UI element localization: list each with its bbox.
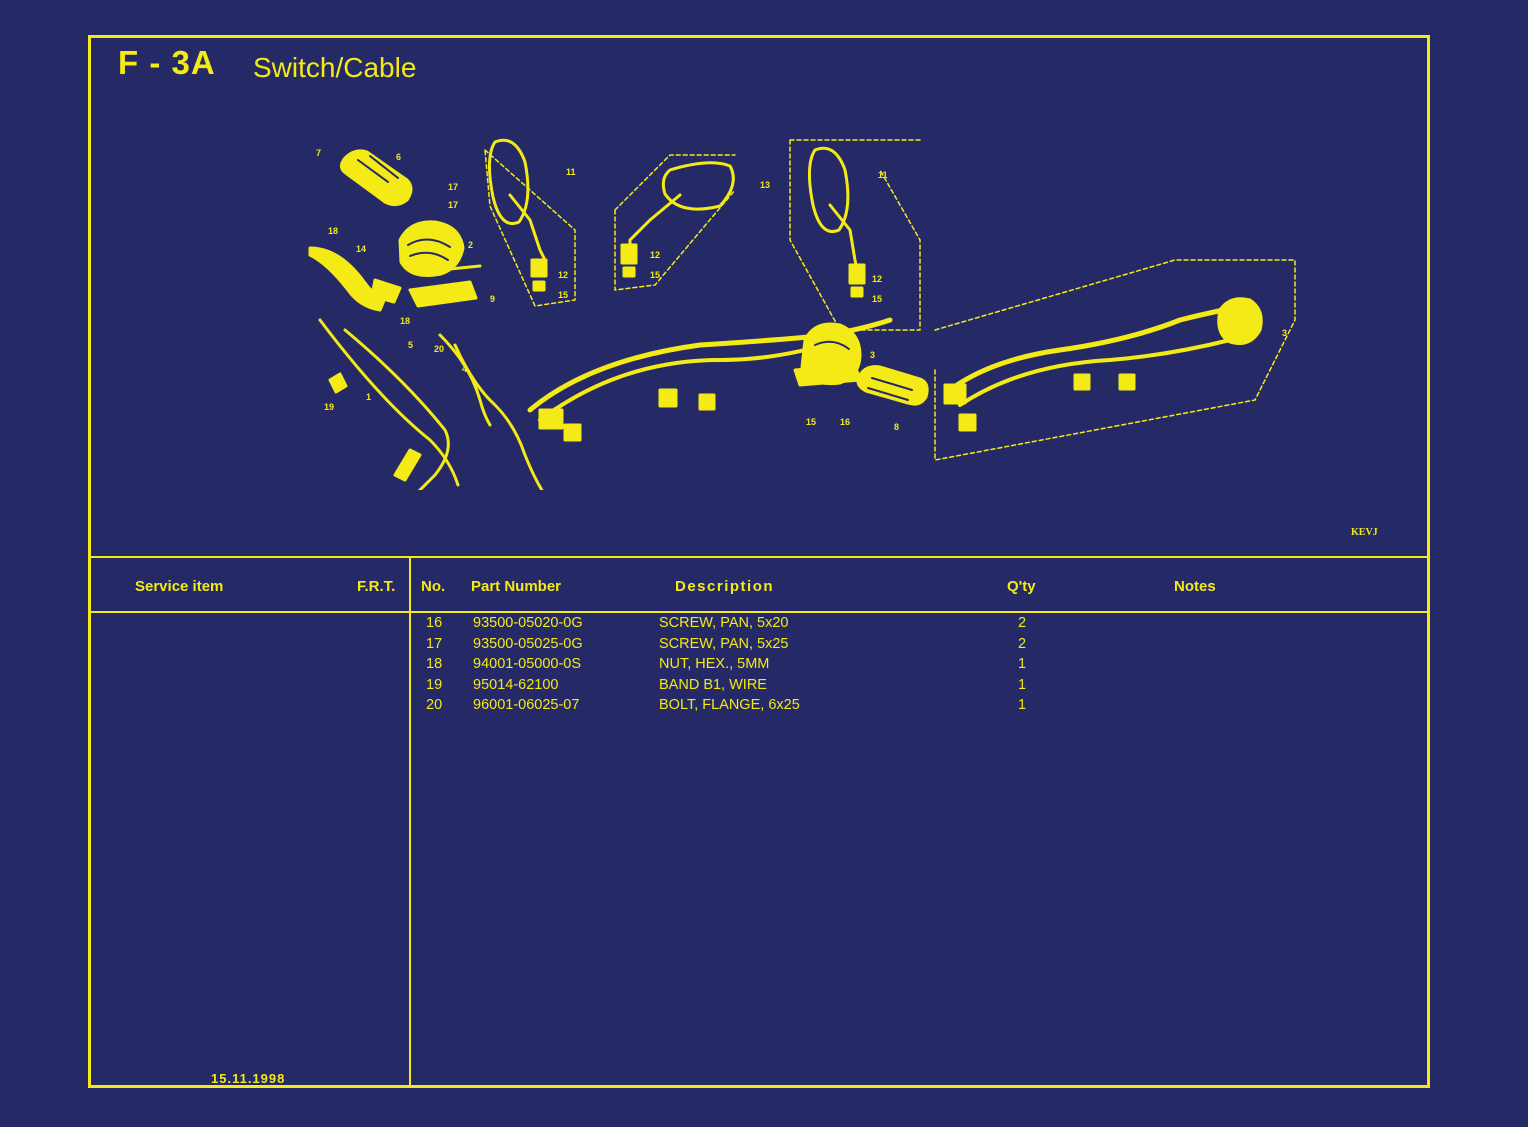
- callout: 8: [894, 422, 899, 432]
- callout: 3: [870, 350, 875, 360]
- callout: 11: [878, 170, 888, 180]
- row-no: 17: [426, 636, 443, 652]
- callout: 20: [434, 344, 444, 354]
- row-part-number: 96001-06025-07: [473, 697, 580, 713]
- callout: 3: [1282, 328, 1287, 338]
- table-header-rule: [88, 611, 1430, 613]
- callout: 2: [468, 240, 473, 250]
- row-no: 20: [426, 697, 443, 713]
- callout: 15: [558, 290, 568, 300]
- row-qty: 1: [1018, 677, 1027, 693]
- table-top-rule: [88, 556, 1430, 558]
- clutch-lever: [308, 246, 402, 312]
- header-part-number: Part Number: [471, 578, 562, 595]
- callout: 1: [366, 392, 371, 402]
- callout: 6: [396, 152, 401, 162]
- row-description: SCREW, PAN, 5x20: [659, 615, 789, 631]
- callout: 12: [650, 250, 660, 260]
- callout: 14: [356, 244, 366, 254]
- row-no: 19: [426, 677, 443, 693]
- left-grip: [340, 149, 413, 207]
- right-grip: [856, 365, 929, 406]
- callout: 7: [316, 148, 321, 158]
- row-qty: 1: [1018, 656, 1027, 672]
- callout-labels: 7 6 17 17 18 14 2 9 18 20 5 4 19 1 11 12…: [316, 148, 1287, 432]
- callout: 15: [806, 417, 816, 427]
- row-description: BAND B1, WIRE: [659, 677, 767, 693]
- row-part-number: 93500-05020-0G: [473, 615, 583, 631]
- callout: 15: [650, 270, 660, 280]
- row-qty: 2: [1018, 636, 1027, 652]
- header-qty: Q'ty: [1007, 578, 1036, 595]
- throttle-and-clutch-cables: [318, 318, 544, 490]
- row-part-number: 94001-05000-0S: [473, 656, 582, 672]
- header-service-item: Service item: [135, 578, 224, 595]
- row-qty: 1: [1018, 697, 1027, 713]
- row-description: BOLT, FLANGE, 6x25: [659, 697, 800, 713]
- callout: 17: [448, 200, 458, 210]
- callout: 18: [328, 226, 338, 236]
- right-switch-housing: [793, 322, 862, 387]
- callout: 4: [462, 364, 467, 374]
- row-no: 16: [426, 615, 443, 631]
- right-mirror: [789, 139, 921, 331]
- row-part-number: 95014-62100: [473, 677, 559, 693]
- section-code: F - 3A: [118, 44, 216, 81]
- header-notes: Notes: [1174, 578, 1216, 595]
- row-description: SCREW, PAN, 5x25: [659, 636, 789, 652]
- callout: 18: [400, 316, 410, 326]
- callout: 11: [566, 167, 576, 177]
- header-description: Description: [675, 578, 775, 595]
- page-frame: [88, 35, 1430, 1088]
- header-frt: F.R.T.: [357, 578, 396, 595]
- header-no: No.: [421, 578, 446, 595]
- row-no: 18: [426, 656, 443, 672]
- callout: 17: [448, 182, 458, 192]
- callout: 15: [872, 294, 882, 304]
- row-description: NUT, HEX., 5MM: [659, 656, 770, 672]
- section-title: Switch/Cable: [253, 52, 417, 83]
- row-qty: 2: [1018, 615, 1027, 631]
- left-switch-housing: [398, 220, 482, 308]
- parts-diagram: 7 6 17 17 18 14 2 9 18 20 5 4 19 1 11 12…: [308, 138, 1296, 490]
- right-wiring-harness: [934, 259, 1296, 461]
- center-mirror: [614, 154, 736, 291]
- callout: 16: [840, 417, 850, 427]
- callout: 5: [408, 340, 413, 350]
- callout: 12: [558, 270, 568, 280]
- callout: 19: [324, 402, 334, 412]
- left-mirror: [484, 138, 576, 307]
- column-divider: [409, 557, 411, 1087]
- callout: 9: [490, 294, 495, 304]
- callout: 12: [872, 274, 882, 284]
- issue-date: 15.11.1998: [211, 1071, 286, 1086]
- callout: 13: [760, 180, 770, 190]
- row-part-number: 93500-05025-0G: [473, 636, 583, 652]
- diagram-id: KEVJ: [1351, 527, 1378, 538]
